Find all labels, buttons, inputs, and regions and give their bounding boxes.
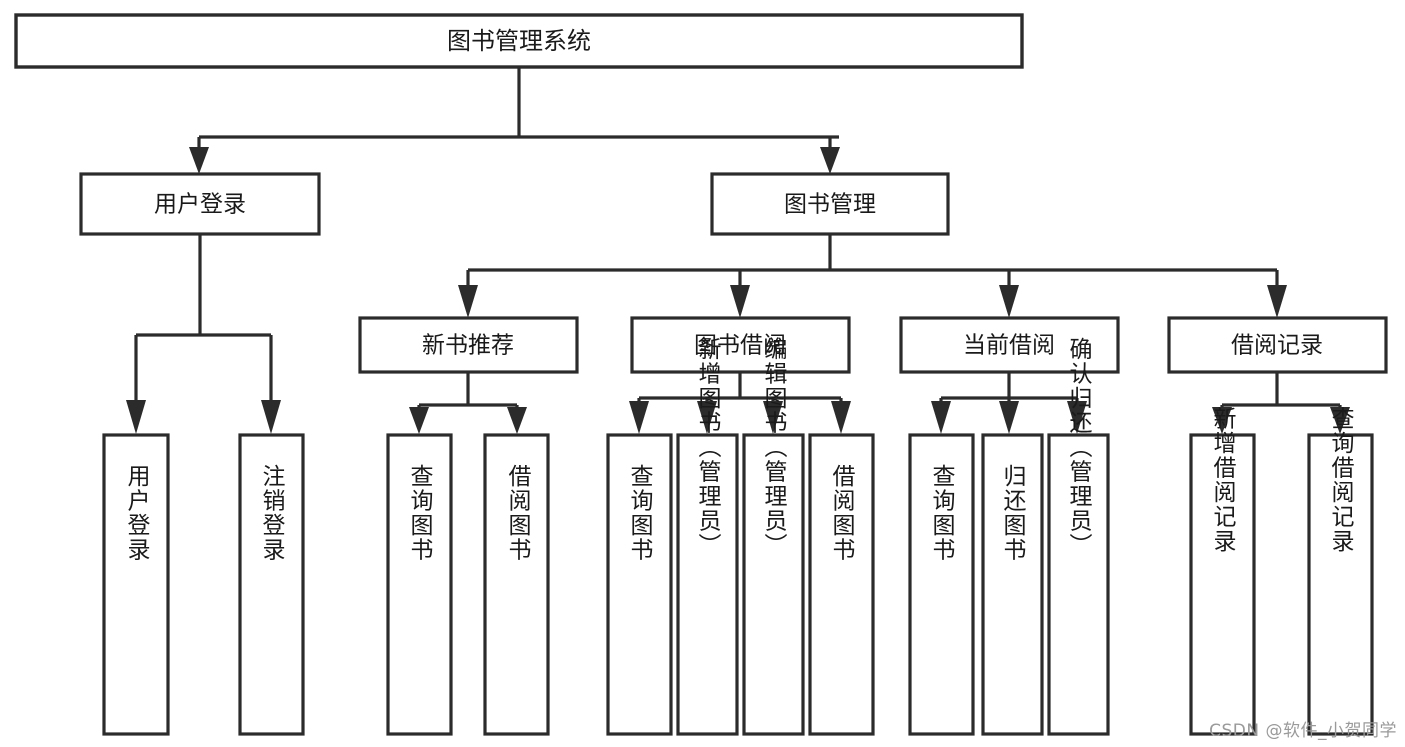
- book-borrow-label: 图书借阅: [694, 333, 786, 359]
- arrow-head-leaf-logout-login: [261, 400, 281, 434]
- leaf-query-book-2-label: 查询图书: [626, 464, 654, 562]
- leaf-query-book-1-box[interactable]: [386, 433, 453, 736]
- leaf-node-query-record[interactable]: 查询借阅记录: [1307, 407, 1374, 736]
- leaf-return-book-box[interactable]: [981, 433, 1044, 736]
- leaf-node-query-book-2[interactable]: 查询图书: [606, 433, 673, 736]
- leaf-query-record-box[interactable]: [1307, 433, 1374, 736]
- leaf-add-book-label: 新增图书（管理员）: [694, 337, 722, 558]
- borrow-record-label: 借阅记录: [1231, 333, 1323, 359]
- current-borrow-box[interactable]: [899, 316, 1120, 374]
- arrow-head-leaf-edit-book: [763, 401, 783, 434]
- leaf-node-user-login[interactable]: 用户登录: [102, 433, 170, 736]
- leaf-node-return-book[interactable]: 归还图书: [981, 433, 1044, 736]
- leaf-return-book-label: 归还图书: [999, 464, 1027, 562]
- arrow-head-leaf-confirm-return: [1067, 401, 1087, 434]
- leaf-node-edit-book[interactable]: 编辑图书（管理员）: [742, 337, 805, 736]
- leaf-node-logout-login[interactable]: 注销登录: [238, 433, 305, 736]
- leaf-add-record-box[interactable]: [1189, 433, 1256, 736]
- node-new-book-recommend[interactable]: 新书推荐: [358, 316, 579, 374]
- current-borrow-label: 当前借阅: [963, 333, 1055, 359]
- user-login-label: 用户登录: [154, 192, 246, 218]
- leaf-add-record-label: 新增借阅记录: [1209, 407, 1237, 554]
- root-label: 图书管理系统: [447, 27, 591, 55]
- node-book-manage[interactable]: 图书管理: [710, 172, 950, 236]
- arrow-head-book-borrow: [730, 285, 750, 318]
- leaf-user-login-box[interactable]: [102, 433, 170, 736]
- leaf-borrow-book-1-label: 借阅图书: [504, 464, 532, 562]
- leaf-query-book-3-label: 查询图书: [928, 464, 956, 562]
- node-borrow-record[interactable]: 借阅记录: [1167, 316, 1388, 374]
- arrow-head-leaf-query-book-3: [931, 401, 951, 434]
- leaf-logout-login-box[interactable]: [238, 433, 305, 736]
- arrow-head-leaf-return-book: [999, 401, 1019, 434]
- leaf-logout-login-label: 注销登录: [258, 464, 286, 562]
- node-user-login[interactable]: 用户登录: [79, 172, 321, 236]
- arrow-head-leaf-query-book-2: [629, 401, 649, 434]
- leaf-query-book-1-label: 查询图书: [406, 464, 434, 562]
- leaf-borrow-book-2-label: 借阅图书: [828, 464, 856, 562]
- arrow-head-leaf-query-book-1: [409, 407, 429, 434]
- arrow-head-leaf-add-book: [697, 401, 717, 434]
- new-book-recommend-box[interactable]: [358, 316, 579, 374]
- leaf-node-query-book-1[interactable]: 查询图书: [386, 433, 453, 736]
- node-current-borrow[interactable]: 当前借阅: [899, 316, 1120, 374]
- leaf-edit-book-box[interactable]: [742, 433, 805, 736]
- borrow-record-box[interactable]: [1167, 316, 1388, 374]
- leaf-query-record-label: 查询借阅记录: [1327, 407, 1355, 554]
- leaf-confirm-return-label: 确认归还（管理员）: [1065, 337, 1093, 558]
- arrow-head-leaf-user-login: [126, 400, 146, 434]
- leaf-node-query-book-3[interactable]: 查询图书: [908, 433, 975, 736]
- leaf-user-login-label: 用户登录: [123, 464, 151, 562]
- leaf-node-borrow-book-1[interactable]: 借阅图书: [483, 433, 550, 736]
- arrow-head-book-manage: [820, 147, 840, 174]
- arrow-head-leaf-borrow-book-1: [507, 407, 527, 434]
- leaf-query-book-2-box[interactable]: [606, 433, 673, 736]
- leaf-node-add-record[interactable]: 新增借阅记录: [1189, 407, 1256, 736]
- arrow-head-user-login: [189, 147, 209, 174]
- arrow-head-leaf-query-record: [1330, 407, 1350, 434]
- arrow-head-leaf-add-record: [1212, 407, 1232, 434]
- arrow-head-current-borrow: [999, 285, 1019, 318]
- new-book-recommend-label: 新书推荐: [422, 333, 514, 359]
- arrow-head-borrow-record: [1267, 285, 1287, 318]
- leaf-borrow-book-2-box[interactable]: [808, 433, 875, 736]
- root-box[interactable]: [14, 13, 1024, 69]
- leaf-node-confirm-return[interactable]: 确认归还（管理员）: [1047, 337, 1110, 736]
- leaf-node-borrow-book-2[interactable]: 借阅图书: [808, 433, 875, 736]
- book-borrow-box[interactable]: [630, 316, 851, 374]
- arrow-head-new-book-recommend: [458, 285, 478, 318]
- leaf-edit-book-label: 编辑图书（管理员）: [760, 337, 788, 558]
- leaf-node-add-book[interactable]: 新增图书（管理员）: [676, 337, 739, 736]
- book-manage-label: 图书管理: [784, 192, 876, 218]
- leaf-confirm-return-box[interactable]: [1047, 433, 1110, 736]
- leaf-borrow-book-1-box[interactable]: [483, 433, 550, 736]
- node-root[interactable]: 图书管理系统: [14, 13, 1024, 69]
- leaf-query-book-3-box[interactable]: [908, 433, 975, 736]
- book-manage-box[interactable]: [710, 172, 950, 236]
- node-book-borrow[interactable]: 图书借阅: [630, 316, 851, 374]
- leaf-add-book-box[interactable]: [676, 433, 739, 736]
- arrow-head-leaf-borrow-book-2: [831, 401, 851, 434]
